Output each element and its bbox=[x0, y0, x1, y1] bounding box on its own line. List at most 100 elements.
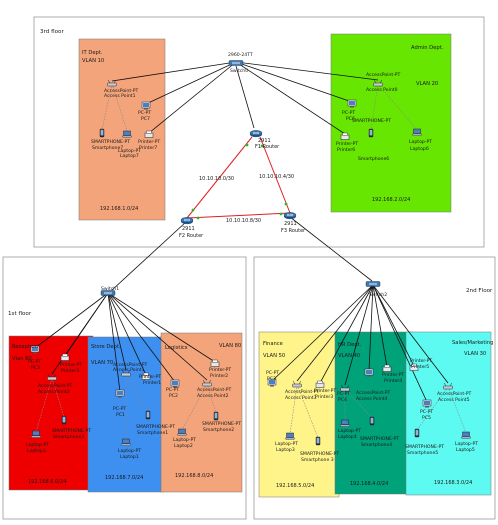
smartphone-icon[interactable] bbox=[368, 128, 374, 138]
device-label: AccessPoint-PT bbox=[356, 390, 391, 396]
device-label: PC-PT bbox=[266, 370, 279, 376]
zone-vlan: VLAN 30 bbox=[464, 351, 486, 357]
zone-vlan: VLAN 40 bbox=[338, 353, 360, 359]
router-f2-icon[interactable] bbox=[180, 217, 194, 225]
zone-subnet: 192.168.6.0/24 bbox=[28, 479, 66, 485]
device-label: Printer-PT bbox=[382, 372, 404, 378]
device-label: SMARTPHONE-PT bbox=[52, 428, 91, 434]
device-label: Laptop1 bbox=[120, 454, 139, 460]
device-label: Laptop3 bbox=[276, 447, 295, 453]
laptop-icon[interactable] bbox=[339, 419, 351, 427]
floor-label: 1st floor bbox=[8, 311, 32, 317]
device-label: Printer-PT bbox=[139, 374, 161, 380]
smartphone-icon[interactable] bbox=[414, 428, 420, 438]
laptop-icon[interactable] bbox=[411, 128, 423, 136]
zone-subnet: 192.168.1.0/24 bbox=[100, 206, 138, 212]
device-label: Printer4 bbox=[384, 378, 402, 384]
switch-name: Switch1 bbox=[101, 286, 119, 292]
zone-name: IT Dept. bbox=[82, 50, 103, 56]
device-label: SMARTPHONE-PT bbox=[360, 436, 399, 442]
device-label: PC5 bbox=[422, 415, 431, 421]
device-label: Printer7 bbox=[139, 145, 157, 151]
device-label: SMARTPHONE-PT bbox=[136, 424, 175, 430]
device-label: AccessPoint-PT bbox=[113, 362, 148, 368]
device-label: PC3 bbox=[31, 365, 40, 371]
switch0-cables bbox=[111, 61, 379, 135]
switch0-icon[interactable] bbox=[228, 60, 244, 66]
router-f3-icon[interactable] bbox=[283, 212, 297, 220]
zone-subnet: 192.168.7.0/24 bbox=[105, 475, 143, 481]
device-label: PC-PT bbox=[420, 409, 433, 415]
device-label: Printer-PT bbox=[336, 141, 358, 147]
zone-finance bbox=[258, 331, 340, 498]
switch-model: 2960-24TT bbox=[228, 52, 253, 58]
device-label: Access Point5 bbox=[438, 397, 470, 403]
device-label: Access Point0 bbox=[366, 87, 398, 93]
device-label: Printer-PT bbox=[138, 139, 160, 145]
device-label: PC-PT bbox=[28, 359, 41, 365]
wan-serial-links bbox=[186, 136, 291, 219]
device-label: Smartphone4 bbox=[361, 442, 392, 448]
floor-label: 3rd floor bbox=[40, 29, 64, 35]
smartphone-icon[interactable] bbox=[369, 416, 375, 426]
link-subnet: 10.10.10.4/30 bbox=[259, 174, 294, 180]
device-label: PC2 bbox=[169, 393, 178, 399]
device-label: Laptop4 bbox=[338, 434, 357, 440]
smartphone-icon[interactable] bbox=[213, 411, 219, 421]
link-subnet: 10.10.10.8/30 bbox=[226, 218, 261, 224]
switch-name: Switch0 bbox=[230, 68, 248, 74]
device-label: Access Point1 bbox=[113, 367, 145, 373]
device-label: Access Point3 bbox=[38, 389, 70, 395]
device-label: Laptop-PT bbox=[118, 148, 141, 154]
laptop-icon[interactable] bbox=[460, 431, 472, 439]
device-label: AccessPoint-PT bbox=[38, 383, 73, 389]
device-label: Printer6 bbox=[337, 147, 355, 153]
device-label: Smartphone3 bbox=[53, 434, 84, 440]
laptop-icon[interactable] bbox=[121, 130, 133, 138]
router-f1-icon[interactable] bbox=[249, 130, 263, 138]
router-model: 2911 bbox=[258, 138, 271, 144]
zone-name: Logistics bbox=[165, 345, 188, 351]
zone-reception bbox=[8, 335, 94, 491]
zone-vlan: VLAN 80 bbox=[219, 343, 241, 349]
switch2-cables bbox=[271, 284, 449, 403]
device-label: Access Point3 bbox=[285, 395, 317, 401]
router-model: 2911 bbox=[182, 226, 195, 232]
zone-name: Reception bbox=[12, 344, 38, 350]
device-label: SMARTPHONE-PT bbox=[352, 118, 391, 124]
zone-subnet: 192.168.4.0/24 bbox=[350, 481, 388, 487]
device-label: SMARTPHONE-PT bbox=[202, 421, 241, 427]
device-label: Laptop-PT bbox=[409, 139, 432, 145]
zone-vlan: VLAN 10 bbox=[82, 58, 104, 64]
smartphone-icon[interactable] bbox=[315, 436, 321, 446]
laptop-icon[interactable] bbox=[120, 438, 132, 446]
smartphone-icon[interactable] bbox=[145, 410, 151, 420]
smartphone-icon[interactable] bbox=[99, 128, 105, 138]
device-label: Printer5 bbox=[411, 364, 429, 370]
device-label: AccessPoint-PT bbox=[104, 88, 139, 94]
zone-name: Sales/Marketing bbox=[452, 340, 493, 346]
device-label: PC-PT bbox=[337, 391, 350, 397]
laptop-icon[interactable] bbox=[284, 432, 296, 440]
laptop-icon[interactable] bbox=[176, 428, 188, 436]
device-label: AccessPoint-PT bbox=[197, 387, 232, 393]
device-label: PC-PT bbox=[342, 110, 355, 116]
device-label: Laptop3 bbox=[27, 448, 46, 454]
smartphone-icon[interactable] bbox=[61, 415, 67, 425]
device-label: Access Point2 bbox=[197, 393, 229, 399]
device-label: SMARTPHONE-PT bbox=[91, 139, 130, 145]
zone-hr bbox=[334, 331, 414, 495]
first-floor-boundary bbox=[2, 256, 247, 520]
zone-subnet: 192.168.8.0/24 bbox=[175, 473, 213, 479]
device-label: Laptop-PT bbox=[26, 442, 49, 448]
device-label: Smartphone7 bbox=[92, 145, 123, 151]
device-label: Printer2 bbox=[210, 373, 228, 379]
device-label: AccessPoint-PT bbox=[285, 389, 320, 395]
laptop-icon[interactable] bbox=[30, 430, 42, 438]
zone-name: HR Dept. bbox=[338, 342, 362, 348]
device-label: Printer3 bbox=[61, 368, 79, 374]
device-label: PC6 bbox=[346, 116, 355, 122]
zone-sales bbox=[405, 331, 492, 496]
switch2-icon[interactable] bbox=[365, 281, 381, 287]
router-name: F2 Router bbox=[179, 233, 204, 239]
